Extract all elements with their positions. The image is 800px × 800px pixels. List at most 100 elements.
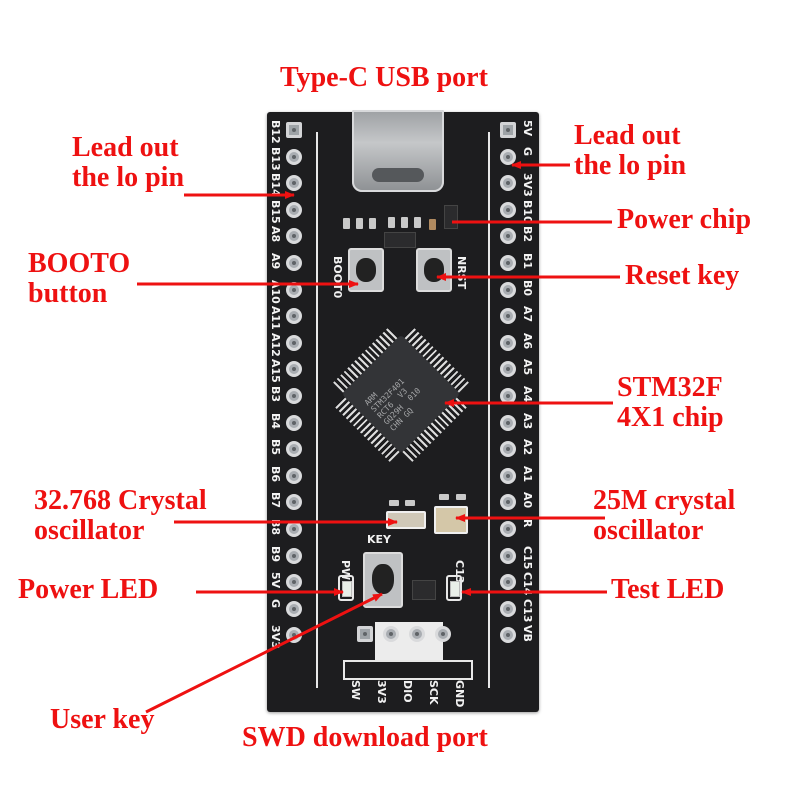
right-pin-label: A4 xyxy=(521,386,534,403)
left-pin-label: B12 xyxy=(269,120,282,144)
left-pin-label: A10 xyxy=(269,279,282,304)
right-pin-c14 xyxy=(500,574,516,591)
user-key-button[interactable] xyxy=(363,552,403,608)
right-pin-label: A1 xyxy=(521,465,534,482)
right-pin-label: A7 xyxy=(521,306,534,323)
right-pin-g xyxy=(500,148,516,165)
power-chip xyxy=(444,205,458,229)
swd-pin-label: GND xyxy=(453,680,466,708)
power-led xyxy=(342,581,352,597)
left-pin-5v xyxy=(286,574,302,591)
left-pin-b8 xyxy=(286,521,302,537)
left-pin-label: B14 xyxy=(269,173,282,197)
left-pin-label: B7 xyxy=(269,492,282,509)
right-pin-a0 xyxy=(500,494,516,511)
label-hse-crystal-1: 25M crystal xyxy=(593,485,736,516)
swd-pin-label: 3V3 xyxy=(375,680,388,704)
left-pin-label: A12 xyxy=(269,332,282,357)
silkscreen-line-left xyxy=(316,132,318,688)
right-pin-label: G xyxy=(521,146,534,156)
left-pin-b14 xyxy=(286,175,302,192)
label-boot0-2: button xyxy=(28,278,108,309)
label-mcu-1: STM32F xyxy=(617,372,723,403)
label-hse-crystal-2: oscillator xyxy=(593,515,704,546)
label-power-led: Power LED xyxy=(18,574,159,605)
right-pin-label: C14 xyxy=(521,572,534,596)
ldo-regulator xyxy=(384,232,416,248)
right-pin-c13 xyxy=(500,600,516,617)
swd-pin xyxy=(383,626,399,642)
left-pin-b4 xyxy=(286,414,302,431)
label-power-chip: Power chip xyxy=(617,204,752,235)
left-pin-label: B15 xyxy=(269,199,282,224)
left-pin-label: G xyxy=(269,598,282,608)
left-pin-label: B4 xyxy=(269,412,282,429)
left-pin-label: A11 xyxy=(269,306,282,331)
label-user-key: User key xyxy=(50,704,155,735)
right-pin-label: 3V3 xyxy=(521,173,534,198)
smd-component xyxy=(356,218,363,229)
left-pin-a10 xyxy=(286,281,302,298)
right-pin-a3 xyxy=(500,414,516,431)
label-lead-out-right-2: the lo pin xyxy=(574,150,687,181)
left-pin-b5 xyxy=(286,441,302,458)
left-pin-label: B8 xyxy=(269,519,282,536)
smd-component xyxy=(401,217,408,228)
swd-pin-label: SCK xyxy=(427,680,440,705)
label-lead-out-left-1: Lead out xyxy=(72,132,179,163)
smd-component xyxy=(405,500,415,506)
left-pin-label: B9 xyxy=(269,545,282,562)
left-pin-b9 xyxy=(286,547,302,564)
silk-boot0: BOOT0 xyxy=(331,256,344,299)
left-pin-b15 xyxy=(286,201,302,218)
left-pin-b7 xyxy=(286,494,302,511)
reset-button[interactable] xyxy=(416,248,452,292)
rtc-crystal-32768 xyxy=(386,511,426,529)
right-pin-r xyxy=(500,521,516,537)
swd-pin xyxy=(409,626,425,642)
right-pin-b2 xyxy=(500,228,516,245)
right-pin-c15 xyxy=(500,547,516,564)
silk-key: KEY xyxy=(367,533,392,546)
smd-component xyxy=(439,494,449,500)
right-pin-5v xyxy=(500,122,516,138)
smd-component xyxy=(414,217,421,228)
right-pin-vb xyxy=(500,627,516,644)
label-mcu-2: 4X1 chip xyxy=(617,402,724,433)
usb-c-slot xyxy=(372,168,424,182)
left-pin-3v3 xyxy=(286,627,302,644)
left-pin-a15 xyxy=(286,361,302,378)
swd-pin-label: SW xyxy=(349,680,362,701)
smd-component xyxy=(369,218,376,229)
right-pin-label: A0 xyxy=(521,492,534,509)
right-pin-b0 xyxy=(500,281,516,298)
boot0-button[interactable] xyxy=(348,248,384,292)
left-pin-a9 xyxy=(286,255,302,271)
left-pin-a8 xyxy=(286,228,302,245)
smd-component xyxy=(388,217,395,228)
left-pin-b13 xyxy=(286,148,302,165)
right-pin-label: B2 xyxy=(521,226,534,243)
right-pin-b10 xyxy=(500,201,516,218)
right-pin-label: A5 xyxy=(521,359,534,376)
left-pin-b12 xyxy=(286,122,302,138)
right-pin-label: B0 xyxy=(521,279,534,296)
right-pin-label: C15 xyxy=(521,545,534,569)
label-reset-key: Reset key xyxy=(625,260,740,291)
left-pin-label: 5V xyxy=(269,572,282,589)
label-test-led: Test LED xyxy=(611,574,725,605)
right-pin-label: 5V xyxy=(521,120,534,137)
left-pin-label: A8 xyxy=(269,226,282,243)
right-pin-label: A2 xyxy=(521,439,534,456)
left-pin-label: A15 xyxy=(269,359,282,384)
left-pin-a12 xyxy=(286,334,302,351)
right-pin-label: B10 xyxy=(521,199,534,224)
silkscreen-line-right xyxy=(488,132,490,688)
smd-component xyxy=(429,219,436,230)
left-pin-label: B13 xyxy=(269,146,282,171)
swd-pin-label: DIO xyxy=(401,680,414,703)
left-pin-a11 xyxy=(286,308,302,325)
left-pin-label: A9 xyxy=(269,253,282,270)
left-pin-g xyxy=(286,600,302,617)
right-pin-b1 xyxy=(500,255,516,271)
